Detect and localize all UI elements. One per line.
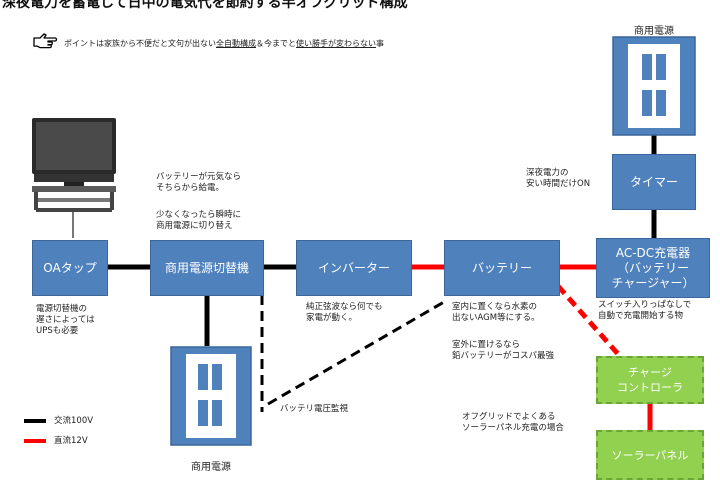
note-switch-delay: 電源切替機の 遅さによっては UPSも必要 [36, 304, 95, 336]
oa-tap-box: OAタップ [32, 240, 108, 296]
inverter-box: インバーター [296, 240, 412, 296]
point-suffix: 事 [376, 39, 384, 48]
note-inverter: 純正弦波なら何でも 家電が動く。 [306, 302, 383, 323]
note-voltage-monitor: バッテリ電圧監視 [280, 404, 349, 414]
charge-controller-box: チャージ コントローラ [596, 356, 704, 404]
timer-box: タイマー [612, 154, 696, 210]
page-title: 深夜電力を蓄電して日中の電気代を節約する半オフグリッド構成 [2, 0, 408, 11]
point-prefix: ポイントは家族から不便だと文句が出ない [64, 39, 216, 48]
note-charger: スイッチ入りっぱなしで 自動で充電開始する物 [598, 300, 692, 321]
note-battery-ok: バッテリーが元気なら そちらから給電。 [156, 172, 242, 193]
legend-ac-label: 交流100V [54, 416, 94, 426]
tv-power-cord [72, 212, 74, 238]
battery-box: バッテリー [444, 240, 560, 296]
pointing-hand-icon [32, 32, 58, 50]
outlet-top-caption: 商用電源 [634, 26, 674, 37]
point-mid: ＆今までと [256, 39, 296, 48]
solar-panel-box: ソーラーパネル [596, 430, 704, 480]
outlet-bottom-icon [170, 346, 252, 446]
monitor-line-diagonal [267, 300, 445, 406]
note-battery-indoor: 室内に置くなら水素の 出ないAGM等にする。 [452, 302, 540, 323]
legend-dc-label: 直流12V [54, 436, 88, 446]
point-full-auto: 全自動構成 [216, 39, 256, 48]
outlet-bottom-caption: 商用電源 [191, 462, 231, 473]
note-offgrid: オフグリッドでよくある ソーラーパネル充電の場合 [462, 412, 564, 433]
charger-box: AC-DC充電器 （バッテリー チャージャー） [596, 238, 710, 298]
outlet-top-icon [612, 36, 696, 136]
point-statement: ポイントは家族から不便だと文句が出ない全自動構成＆今までと使い勝手が変わらない事 [64, 38, 384, 49]
note-battery-low: 少なくなったら瞬時に 商用電源に切り替え [156, 210, 242, 231]
note-night-power: 深夜電力の 安い時間だけON [526, 168, 591, 189]
tv-icon [28, 114, 120, 214]
note-battery-outdoor: 室外に置けるなら 鉛バッテリーがコスパ最強 [452, 340, 555, 361]
point-usability: 使い勝手が変わらない [296, 39, 376, 48]
power-switcher-box: 商用電源切替機 [150, 240, 264, 296]
